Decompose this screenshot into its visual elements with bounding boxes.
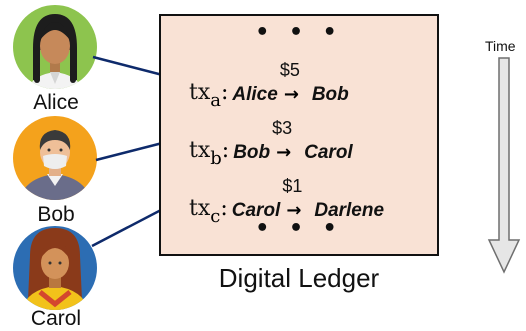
tx-sender: Carol	[231, 200, 281, 221]
tx-recipient: Bob	[311, 84, 349, 105]
tx-colon: :	[220, 80, 229, 105]
tx-colon: :	[220, 196, 228, 221]
tx-sender: Alice	[232, 84, 278, 105]
tx-subscript: b	[210, 148, 222, 169]
tx-subscript: a	[210, 90, 221, 111]
right-arrow-icon: →	[276, 142, 292, 163]
bob-avatar	[13, 116, 97, 200]
tx-symbol: tx	[189, 138, 211, 163]
right-arrow-icon: →	[283, 84, 299, 105]
carol-label: Carol	[30, 307, 82, 330]
ledger-top-ellipsis: • • •	[255, 20, 343, 45]
bob-label: Bob	[37, 203, 75, 226]
time-label: Time	[485, 38, 516, 54]
right-arrow-icon: →	[286, 200, 302, 221]
tx-transfer: $3 →	[272, 118, 298, 163]
ledger-caption: Digital Ledger	[218, 263, 380, 293]
alice-label: Alice	[33, 91, 79, 114]
alice-avatar	[13, 5, 97, 89]
tx-colon: :	[221, 138, 230, 163]
tx-recipient: Darlene	[314, 200, 385, 221]
tx-sender: Bob	[233, 142, 271, 163]
tx-transfer: $5 →	[280, 60, 306, 105]
tx-transfer: $1 →	[282, 176, 308, 221]
tx-amount: $5	[279, 60, 300, 80]
tx-symbol: tx	[189, 80, 211, 105]
tx-symbol: tx	[189, 196, 211, 221]
tx-recipient: Carol	[304, 142, 353, 163]
time-arrow	[487, 57, 521, 274]
ledger-bottom-ellipsis: • • •	[255, 216, 343, 241]
tx-subscript: c	[210, 206, 221, 227]
tx-amount: $1	[282, 176, 303, 196]
tx-amount: $3	[272, 118, 293, 138]
carol-avatar	[13, 226, 97, 310]
